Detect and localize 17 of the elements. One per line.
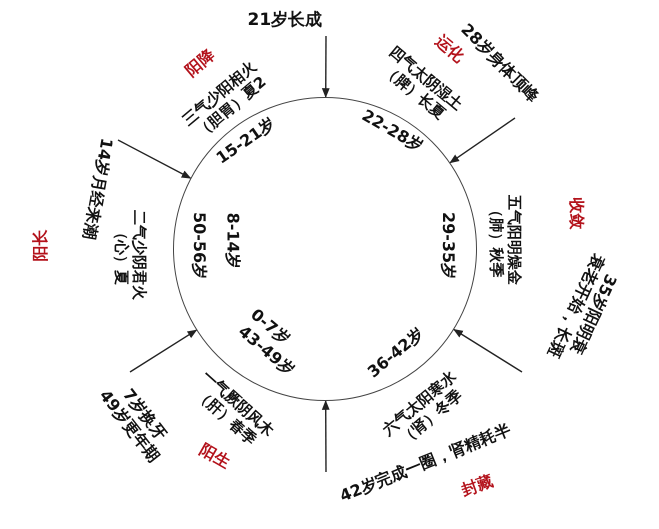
arrow (118, 139, 192, 179)
arrow (453, 328, 522, 373)
age-label: 8-14岁 (223, 212, 243, 268)
season-label: 五气阳明燥金（肺）秋季 (486, 194, 523, 287)
phase-label: 封藏 (458, 470, 496, 500)
age-label: 50-56岁 (190, 212, 209, 279)
phase-label: 收敛 (567, 197, 587, 230)
arrow (322, 400, 330, 472)
arrow (322, 36, 330, 98)
phase-label: 阳生 (196, 438, 234, 472)
season-label: 二气少阴君火（心）夏 (112, 209, 148, 302)
phase-label: 阳降 (182, 44, 218, 80)
age-label: 29-35岁 (438, 212, 458, 279)
arrow (130, 330, 198, 373)
milestone-text: 21岁长成 (248, 10, 322, 30)
phase-label: 阳长 (30, 229, 50, 262)
arrow (449, 117, 516, 164)
